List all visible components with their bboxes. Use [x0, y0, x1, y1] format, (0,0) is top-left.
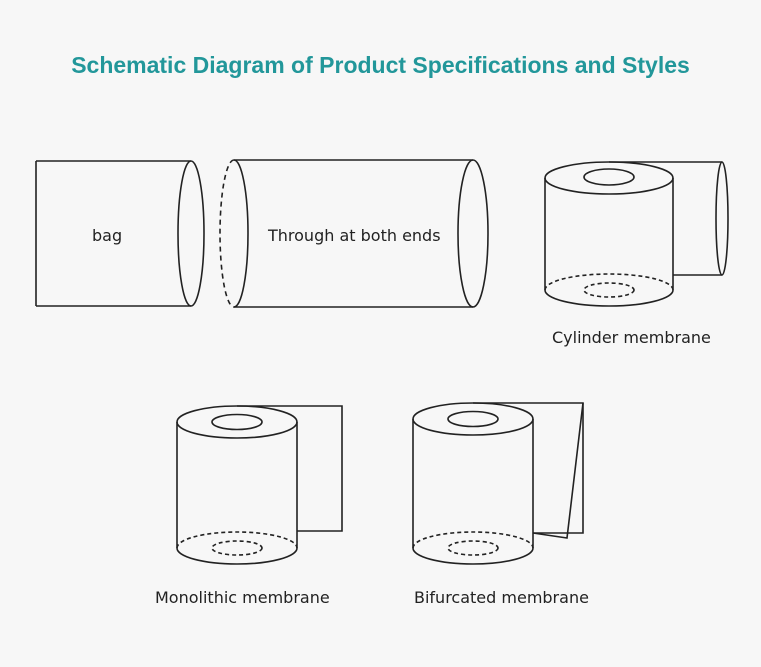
- diagram-title: Schematic Diagram of Product Specificati…: [71, 52, 690, 78]
- bag-label: bag: [92, 226, 123, 245]
- cylinder-membrane-label: Cylinder membrane: [552, 328, 711, 347]
- through-both-ends-label: Through at both ends: [268, 226, 441, 245]
- monolithic-membrane-label: Monolithic membrane: [155, 588, 330, 607]
- cylinder-membrane-roll: [544, 161, 729, 307]
- bag-figure: [35, 160, 205, 307]
- through-both-ends-figure: [219, 159, 489, 308]
- bifurcated-membrane-roll: [412, 402, 584, 565]
- bifurcated-membrane-label: Bifurcated membrane: [414, 588, 589, 607]
- monolithic-membrane-roll: [176, 405, 343, 565]
